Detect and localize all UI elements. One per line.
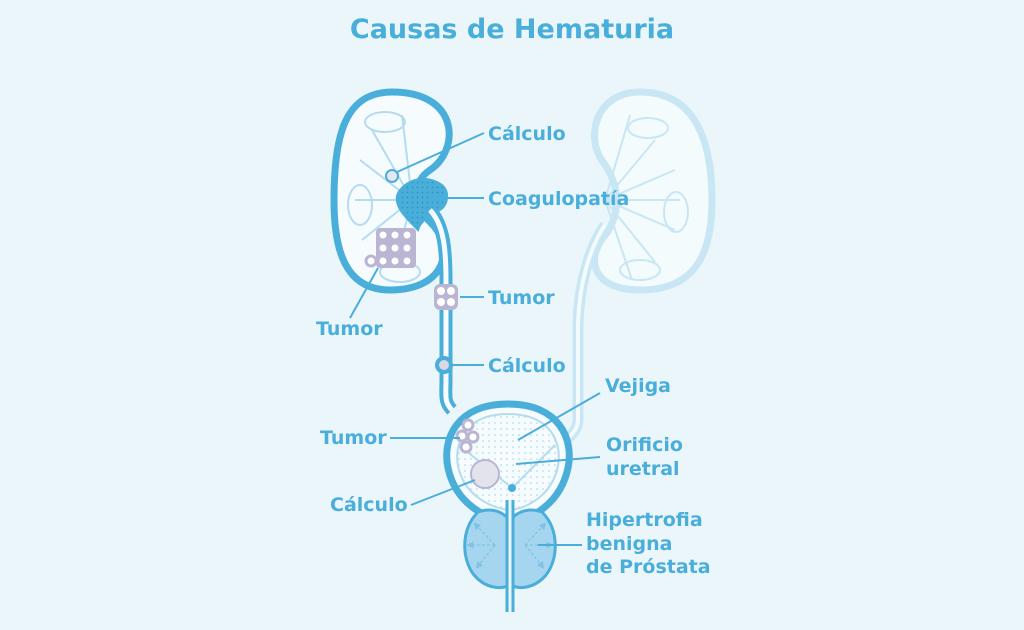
- leader-lines: [349, 132, 601, 546]
- diagram-title: Causas de Hematuria: [349, 14, 675, 45]
- kidney-stone: [385, 169, 399, 183]
- urethral-orifice: [508, 484, 516, 492]
- label-bph-1: Hipertrofia: [586, 509, 703, 531]
- bladder-stone: [470, 459, 500, 489]
- label-kidney-stone: Cálculo: [488, 123, 566, 145]
- label-urethral-orifice-2: uretral: [606, 458, 680, 480]
- kidney-tumor: [364, 228, 416, 268]
- label-bph-2: benigna: [586, 533, 672, 555]
- bladder-tumor: [455, 418, 480, 454]
- label-ureter-tumor: Tumor: [488, 287, 555, 309]
- label-bladder-tumor: Tumor: [320, 427, 387, 449]
- label-ureter-stone: Cálculo: [488, 355, 566, 377]
- ureter-tumor: [434, 284, 458, 310]
- left-ureter: [424, 205, 458, 415]
- ureter-stone: [439, 360, 449, 370]
- label-bladder: Vejiga: [605, 375, 671, 397]
- right-kidney: [562, 88, 716, 445]
- label-kidney-tumor: Tumor: [316, 318, 383, 340]
- left-kidney: [330, 88, 453, 294]
- label-bph-3: de Próstata: [586, 556, 711, 578]
- coagulopathy-area: [395, 178, 448, 232]
- label-urethral-orifice-1: Orificio: [606, 434, 683, 456]
- prostate: [463, 508, 557, 589]
- label-coagulopathy: Coagulopatía: [488, 188, 629, 210]
- label-bladder-stone: Cálculo: [330, 494, 408, 516]
